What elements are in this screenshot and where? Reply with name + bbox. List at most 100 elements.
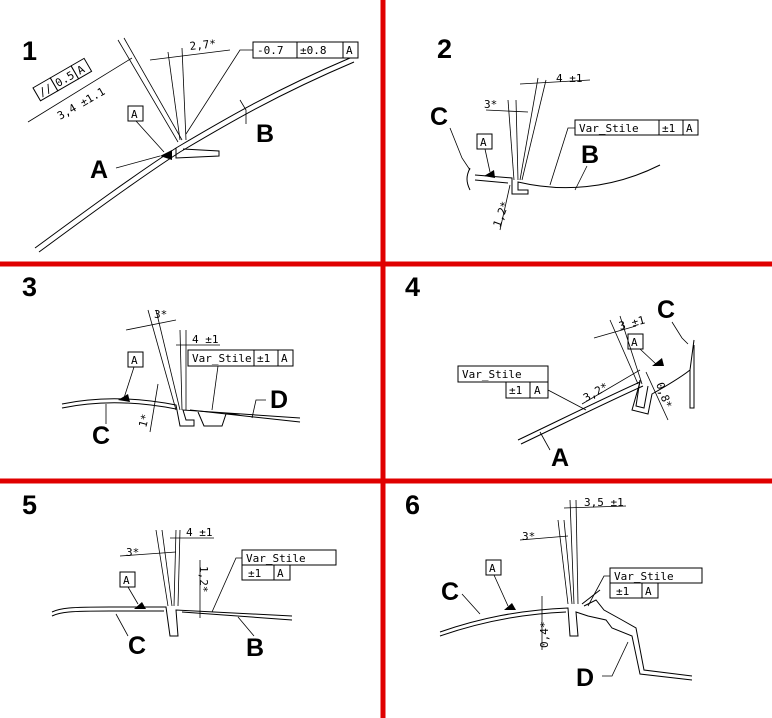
datum-letter: A bbox=[131, 354, 138, 367]
skin-line-2 bbox=[474, 179, 509, 184]
fcf-value: Var_Stile bbox=[192, 352, 252, 365]
dim-arrow-3 bbox=[519, 535, 569, 541]
panel-5: 5 A C B 4 ±1 3* 1,2* Var_Stile ±1 A bbox=[22, 490, 337, 662]
panel-1: 1 A A B 2,7* 3,4 ±1.1 // 0. bbox=[22, 36, 359, 253]
datum-box bbox=[127, 105, 144, 122]
fcf-symbol: // bbox=[37, 81, 55, 99]
label-B-leader bbox=[237, 616, 255, 637]
fcf-datum: A bbox=[645, 585, 652, 598]
ext-line-1 bbox=[557, 519, 569, 605]
fcf-tolerance: ±0.8 bbox=[300, 44, 327, 57]
skin-line bbox=[474, 164, 661, 195]
dim-3: 3* bbox=[154, 308, 167, 321]
dim-0-4: 0,4* bbox=[538, 622, 551, 649]
fcf-value: Var_Stile bbox=[246, 552, 306, 565]
panel-number: 2 bbox=[437, 34, 452, 64]
ext-line-2 bbox=[563, 519, 573, 605]
fcf-profile: Var_Stile ±1 A bbox=[187, 349, 294, 367]
fcf-profile: Var_Stile ±1 A bbox=[609, 567, 703, 599]
panel-number: 1 bbox=[22, 36, 37, 66]
fcf-leader bbox=[587, 575, 610, 607]
label-C: C bbox=[128, 632, 146, 660]
datum-box bbox=[476, 133, 493, 150]
datum-letter: A bbox=[123, 574, 130, 587]
dim-3: 3* bbox=[484, 98, 497, 111]
label-C: C bbox=[657, 296, 675, 324]
skin-line bbox=[61, 398, 301, 427]
ext-line-right bbox=[123, 37, 183, 141]
datum-box bbox=[119, 571, 136, 588]
edge-c bbox=[689, 345, 695, 409]
fcf-datum: A bbox=[686, 122, 693, 135]
dim-3-5: 3,5 ±1 bbox=[584, 496, 624, 509]
ext-line-4 bbox=[177, 529, 181, 607]
panel-number: 6 bbox=[405, 490, 420, 520]
dim-3-4: 3,4 ±1.1 bbox=[55, 85, 107, 123]
panel-number: 3 bbox=[22, 272, 37, 302]
datum-letter: A bbox=[480, 136, 487, 149]
ext-line-2 bbox=[619, 315, 643, 385]
label-C-leader bbox=[461, 593, 481, 615]
datum-leader bbox=[123, 366, 135, 399]
fcf-value: -0.7 bbox=[257, 44, 284, 57]
label-B: B bbox=[581, 141, 599, 169]
panel-4: 4 A C A 3 ±1 3,2* 0,8* Var_Stile ±1 A bbox=[405, 272, 695, 472]
label-C: C bbox=[92, 422, 110, 450]
skin-line-2 bbox=[61, 402, 177, 410]
label-A: A bbox=[90, 156, 108, 184]
ext-line-2 bbox=[515, 99, 519, 181]
skin-line-2 bbox=[51, 610, 164, 617]
dim-3: 3 ±1 bbox=[617, 313, 646, 332]
dim-diag-line bbox=[27, 57, 133, 123]
dim-3: 3* bbox=[126, 546, 139, 559]
dim-arrow-3 bbox=[119, 551, 177, 557]
dim-arrow-08 bbox=[645, 371, 669, 421]
datum-leader bbox=[135, 120, 165, 153]
edge-top bbox=[581, 589, 601, 605]
dim-line-b bbox=[181, 47, 187, 141]
ext-line-4 bbox=[575, 499, 579, 605]
label-A-leader bbox=[115, 155, 161, 169]
panel-number: 4 bbox=[405, 272, 420, 302]
ext-line-1 bbox=[507, 99, 515, 181]
dim-arrow-1 bbox=[149, 383, 159, 433]
dim-arrow-4 bbox=[519, 79, 591, 85]
label-D: D bbox=[270, 386, 288, 414]
skin-line-2 bbox=[520, 385, 644, 445]
fcf-tolerance: ±1 bbox=[248, 567, 261, 580]
fcf-value: Var_Stile bbox=[614, 570, 674, 583]
inner-line-d bbox=[189, 409, 301, 423]
datum-letter: A bbox=[489, 562, 496, 575]
fcf-datum: A bbox=[534, 384, 541, 397]
fcf-value: Var_Stile bbox=[462, 368, 522, 381]
label-C-leader bbox=[115, 613, 129, 637]
skin-line-inner bbox=[38, 61, 355, 253]
dim-1-2: 1,2* bbox=[491, 200, 512, 229]
dim-1-2: 1,2* bbox=[197, 566, 210, 593]
dim-4: 4 ±1 bbox=[186, 526, 213, 539]
datum-triangle bbox=[504, 603, 516, 610]
label-D-leader bbox=[602, 641, 629, 677]
label-B-leader bbox=[574, 165, 588, 191]
panel-3: 3 A C D 3* 4 ±1 1* Var_Stile ±1 A bbox=[22, 272, 301, 450]
fcf-parallel: // 0.5 A bbox=[32, 57, 93, 102]
fcf-value: Var_Stile bbox=[579, 122, 639, 135]
ext-line-3 bbox=[179, 329, 183, 411]
ext-line-4 bbox=[521, 79, 547, 181]
label-A: A bbox=[551, 444, 569, 472]
datum-letter: A bbox=[631, 336, 638, 349]
fcf-tolerance: ±1 bbox=[616, 585, 629, 598]
panel-number: 5 bbox=[22, 490, 37, 520]
ext-line-2 bbox=[155, 309, 181, 411]
datum-box bbox=[485, 559, 502, 576]
datum-triangle bbox=[484, 170, 495, 178]
inner-panel-d bbox=[583, 599, 693, 677]
datum-triangle bbox=[160, 150, 172, 160]
ext-line-3 bbox=[173, 529, 177, 607]
dim-3: 3* bbox=[522, 530, 535, 543]
skin-line bbox=[51, 606, 293, 637]
dim-arrow-3 bbox=[125, 319, 177, 331]
datum-box bbox=[127, 351, 144, 368]
ext-line-left bbox=[117, 39, 179, 143]
